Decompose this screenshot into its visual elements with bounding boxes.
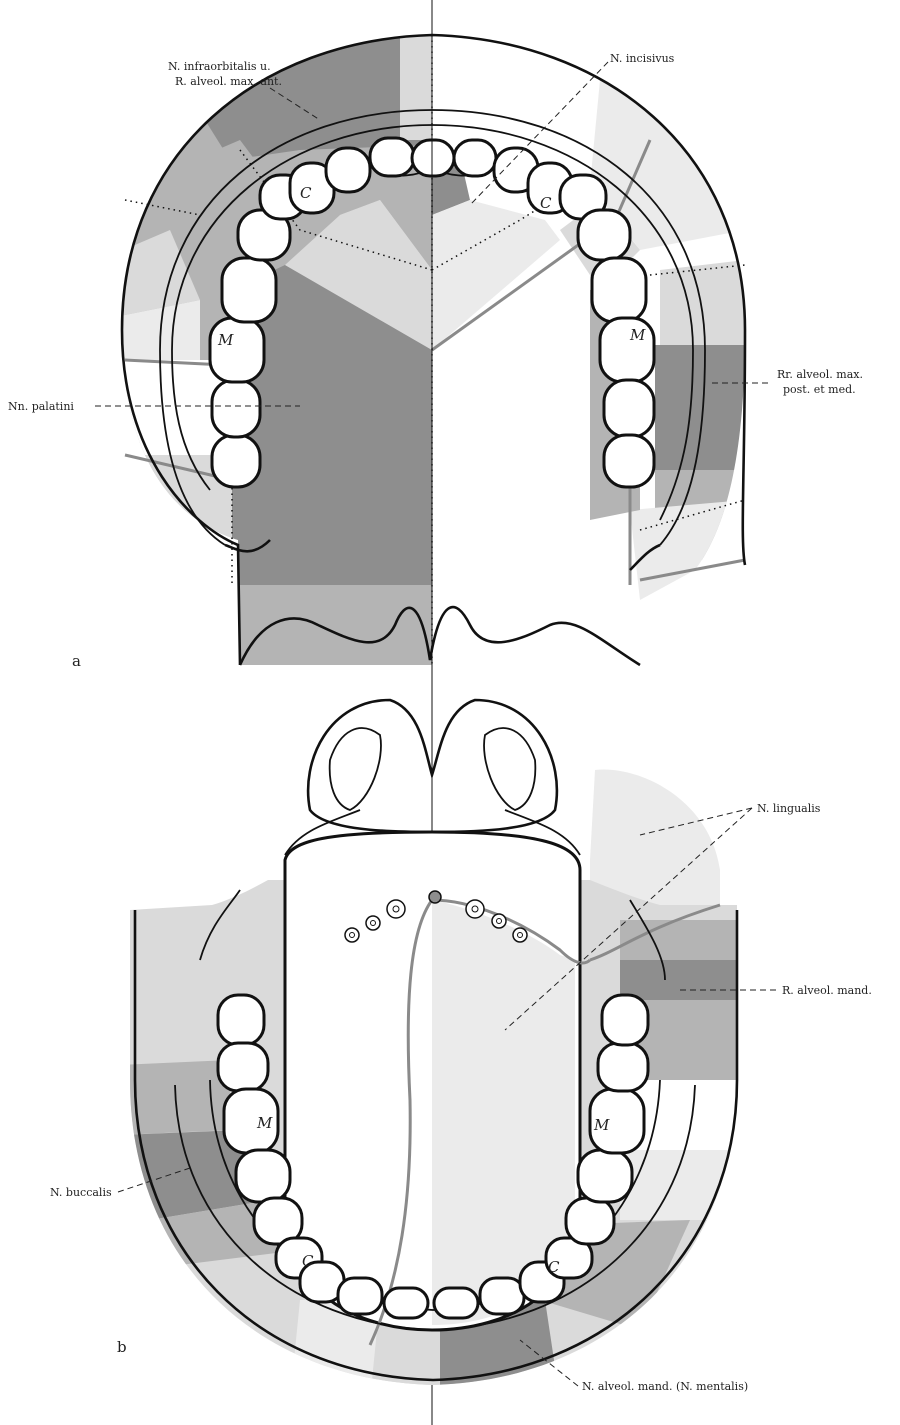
label-incisivus: N. incisivus (610, 52, 675, 65)
upper-right-molar-mark: M (629, 326, 646, 344)
label-infraorbitalis-2: R. alveol. max. ant. (175, 75, 282, 88)
upper-right-canine-mark: C (540, 194, 552, 212)
label-buccalis: N. buccalis (50, 1186, 112, 1199)
upper-left-canine-mark: C (300, 184, 312, 202)
lower-left-molar-mark: M (256, 1114, 273, 1132)
upper-left-molar-mark: M (217, 331, 234, 349)
lower-left-canine-mark: C (302, 1252, 314, 1270)
upper-jaw-diagram: C C M M (100, 0, 772, 700)
panel-label-b: b (117, 1338, 127, 1356)
upper-jaw-zones (100, 0, 772, 700)
label-lingualis: N. lingualis (757, 802, 821, 815)
panel-label-a: a (72, 652, 81, 670)
label-mentalis: N. alveol. mand. (N. mentalis) (582, 1380, 748, 1393)
lower-right-molar-mark: M (593, 1116, 610, 1134)
label-infraorbitalis-1: N. infraorbitalis u. (168, 60, 271, 73)
label-alveol-max-1: Rr. alveol. max. (777, 368, 863, 381)
lower-right-canine-mark: C (548, 1258, 560, 1276)
label-alveol-mand: R. alveol. mand. (782, 984, 872, 997)
label-palatini: Nn. palatini (8, 400, 74, 413)
label-alveol-max-2: post. et med. (783, 383, 856, 396)
lower-jaw-diagram: C C M M (120, 700, 760, 1400)
